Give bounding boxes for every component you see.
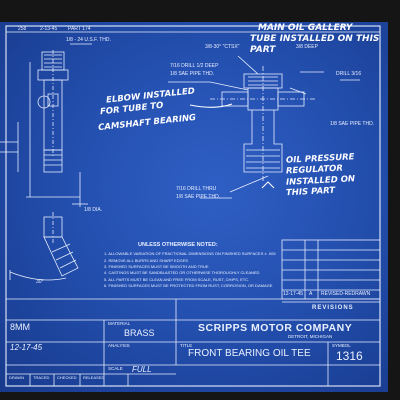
drawing-title: FRONT BEARING OIL TEE — [188, 348, 311, 359]
sae-pipe-callout-top: 1/8 SAE PIPE THD. — [170, 71, 215, 77]
thread-dimension: 1/8 - 24 U.S.F. THD. — [66, 37, 111, 43]
sae-pipe-right-callout: 1/8 SAE PIPE THD. — [330, 121, 375, 127]
footer-released: RELEASED — [83, 375, 105, 380]
scale-label: SCALE — [108, 366, 123, 371]
symbol-value: 1316 — [336, 349, 363, 363]
revision-letter: A — [309, 291, 313, 297]
notes-title: UNLESS OTHERWISE NOTED: — [138, 242, 218, 248]
dia-dimension: 1/8 DIA. — [84, 207, 103, 213]
scale-value-hand: 8MM — [10, 322, 30, 332]
note-2: 2. REMOVE ALL BURRS AND SHARP EDGES — [104, 258, 189, 263]
note-6: 6. FINISHED SURFACES MUST BE PROTECTED F… — [104, 283, 273, 288]
footer-checked: CHECKED — [57, 375, 77, 380]
revision-text: REVISED-REDRAWN — [321, 291, 371, 297]
main-gallery-line-2: TUBE INSTALLED ON THIS — [250, 34, 380, 44]
note-3: 3. FINISHED SURFACES MUST BE SMOOTH AND … — [104, 264, 209, 269]
drill-thru-callout: 7/16 DRILL THRU — [176, 186, 217, 192]
footer-traced: TRACED — [33, 375, 50, 380]
drill-thru-callout-2: 1/8 SAE PIPE THD. — [176, 194, 221, 200]
revision-date: 12-17-45 — [283, 291, 304, 297]
main-gallery-line-1: MAIN OIL GALLERY — [258, 23, 353, 33]
deep-right-callout: 3/8 DEEP — [296, 44, 318, 50]
footer-drawn: DRAWN — [9, 375, 24, 380]
revisions-label: REVISIONS — [312, 305, 354, 311]
material-label: MATERIAL — [108, 321, 131, 326]
company-name: SCRIPPS MOTOR COMPANY — [198, 322, 353, 334]
title-label: TITLE — [180, 343, 193, 348]
company-location: DETROIT, MICHIGAN — [288, 334, 333, 339]
main-gallery-line-3: PART — [250, 45, 276, 55]
drill-deep-callout: 7/16 DRILL 1/2 DEEP — [170, 63, 219, 69]
header-number-1: 258 — [18, 26, 27, 32]
drill-right-callout: DRILL 3/16 — [336, 71, 362, 77]
symbol-label: SYMBOL — [332, 343, 351, 348]
analysis-label: ANALYSIS — [108, 343, 130, 348]
drawing-lines — [0, 25, 381, 387]
thread-30-callout: 3/8-30° "CTSX" — [205, 44, 240, 50]
header-number-3: PART 174 — [68, 26, 91, 32]
angle-dimension: 30° — [36, 279, 44, 285]
material-value: BRASS — [124, 328, 155, 338]
note-5: 5. ALL PARTS MUST BE CLEAN AND FREE FROM… — [104, 277, 250, 282]
header-number-2: 2-13-45 — [40, 26, 58, 32]
note-4: 4. CASTINGS MUST BE SANDBLASTED OR OTHER… — [104, 270, 260, 275]
scale-text: FULL — [132, 365, 152, 374]
note-1: 1. ALLOWABLE VARIATION OF FRACTIONAL DIM… — [104, 251, 276, 256]
blueprint-sheet: 258 2-13-45 PART 174 1/8 - 24 U.S.F. THD… — [0, 22, 388, 392]
date-value: 12-17-45 — [10, 343, 43, 352]
